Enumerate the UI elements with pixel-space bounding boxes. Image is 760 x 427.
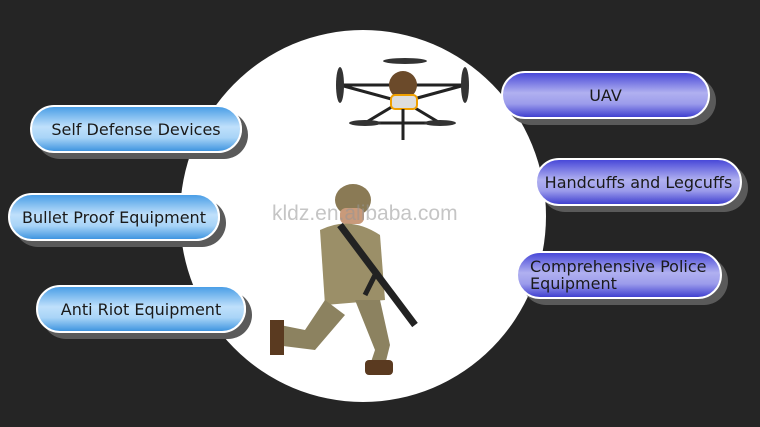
self-defense-devices-pill[interactable]: Self Defense Devices: [30, 105, 242, 153]
comprehensive-police-equipment-pill[interactable]: Comprehensive Police Equipment: [516, 251, 722, 299]
soldier-image: [270, 184, 418, 375]
drone-image: [336, 58, 469, 140]
handcuffs-legcuffs-pill[interactable]: Handcuffs and Legcuffs: [535, 158, 742, 206]
watermark: kldz.en.alibaba.com: [272, 202, 458, 225]
uav-pill[interactable]: UAV: [501, 71, 710, 119]
anti-riot-equipment-pill[interactable]: Anti Riot Equipment: [36, 285, 246, 333]
bullet-proof-equipment-pill[interactable]: Bullet Proof Equipment: [8, 193, 220, 241]
